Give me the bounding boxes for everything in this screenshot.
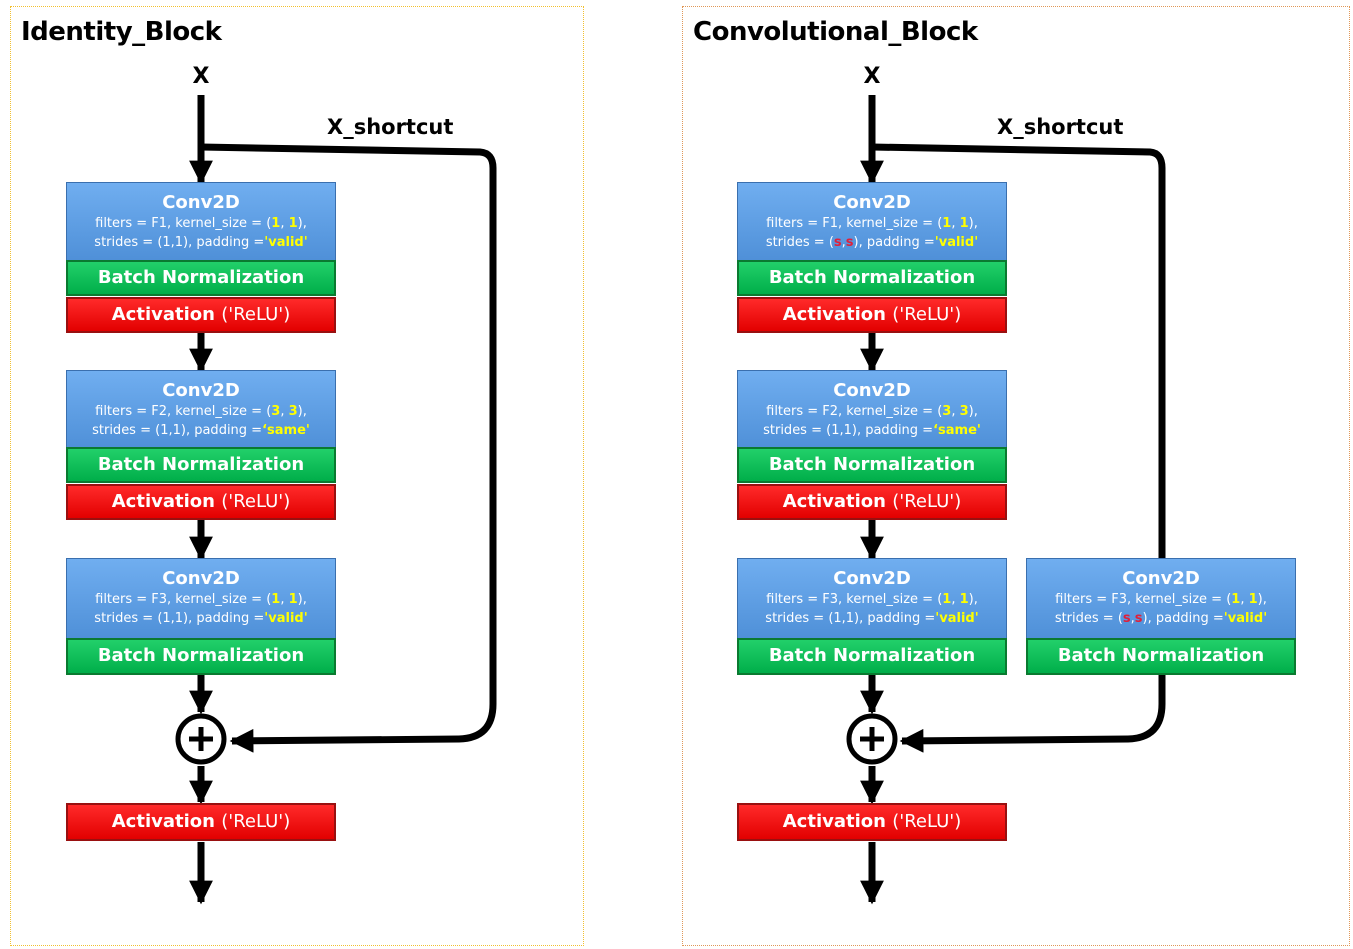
conv-params-line2: strides = (s,s), padding ='valid' <box>765 235 979 250</box>
activation-block: Activation ('ReLU') <box>737 484 1007 520</box>
conv-shortcut-path-bottom <box>899 675 1166 753</box>
add-node <box>175 713 227 765</box>
conv-params-line1: filters = F3, kernel_size = (1, 1), <box>95 592 307 607</box>
shortcut-label: X_shortcut <box>997 115 1124 139</box>
shortcut-batch-normalization-block: Batch Normalization <box>1026 638 1296 675</box>
conv-params-line2: strides = (1,1), padding ='valid' <box>765 611 979 626</box>
conv-params-line2: strides = (1,1), padding =‘same' <box>92 423 310 438</box>
convolutional-block-title: Convolutional_Block <box>693 17 978 47</box>
input-x-label: X <box>192 64 210 89</box>
final-activation-block: Activation ('ReLU') <box>737 803 1007 841</box>
conv-params-line2: strides = (1,1), padding =‘same' <box>763 423 981 438</box>
conv-params-line1: filters = F3, kernel_size = (1, 1), <box>766 592 978 607</box>
add-node <box>846 713 898 765</box>
conv2d-block: Conv2D filters = F3, kernel_size = (1, 1… <box>737 558 1007 638</box>
conv-params-line1: filters = F2, kernel_size = (3, 3), <box>766 404 978 419</box>
shortcut-conv2d-block: Conv2D filters = F3, kernel_size = (1, 1… <box>1026 558 1296 638</box>
activation-block: Activation ('ReLU') <box>66 484 336 520</box>
conv-params-line1: filters = F3, kernel_size = (1, 1), <box>1055 592 1267 607</box>
conv-params-line2: strides = (1,1), padding ='valid' <box>94 235 308 250</box>
identity-block-panel: Identity_Block <box>10 6 584 946</box>
activation-block: Activation ('ReLU') <box>737 297 1007 333</box>
conv2d-block: Conv2D filters = F2, kernel_size = (3, 3… <box>737 370 1007 448</box>
identity-shortcut-path <box>200 143 497 753</box>
conv2d-block: Conv2D filters = F1, kernel_size = (1, 1… <box>737 182 1007 260</box>
final-activation-block: Activation ('ReLU') <box>66 803 336 841</box>
input-x-label: X <box>863 64 881 89</box>
convolutional-block-panel: Convolutional_Block <box>682 6 1350 946</box>
activation-block: Activation ('ReLU') <box>66 297 336 333</box>
conv2d-block: Conv2D filters = F3, kernel_size = (1, 1… <box>66 558 336 638</box>
conv-shortcut-path-top <box>871 143 1166 558</box>
batch-normalization-block: Batch Normalization <box>737 447 1007 483</box>
conv-params-line1: filters = F1, kernel_size = (1, 1), <box>766 216 978 231</box>
conv-params-line1: filters = F1, kernel_size = (1, 1), <box>95 216 307 231</box>
conv2d-block: Conv2D filters = F2, kernel_size = (3, 3… <box>66 370 336 448</box>
batch-normalization-block: Batch Normalization <box>737 638 1007 675</box>
identity-block-title: Identity_Block <box>21 17 222 47</box>
conv-params-line1: filters = F2, kernel_size = (3, 3), <box>95 404 307 419</box>
batch-normalization-block: Batch Normalization <box>66 447 336 483</box>
batch-normalization-block: Batch Normalization <box>66 260 336 296</box>
conv-params-line2: strides = (1,1), padding ='valid' <box>94 611 308 626</box>
conv2d-block: Conv2D filters = F1, kernel_size = (1, 1… <box>66 182 336 260</box>
batch-normalization-block: Batch Normalization <box>737 260 1007 296</box>
shortcut-label: X_shortcut <box>327 115 454 139</box>
conv-params-line2: strides = (s,s), padding ='valid' <box>1054 611 1268 626</box>
batch-normalization-block: Batch Normalization <box>66 638 336 675</box>
